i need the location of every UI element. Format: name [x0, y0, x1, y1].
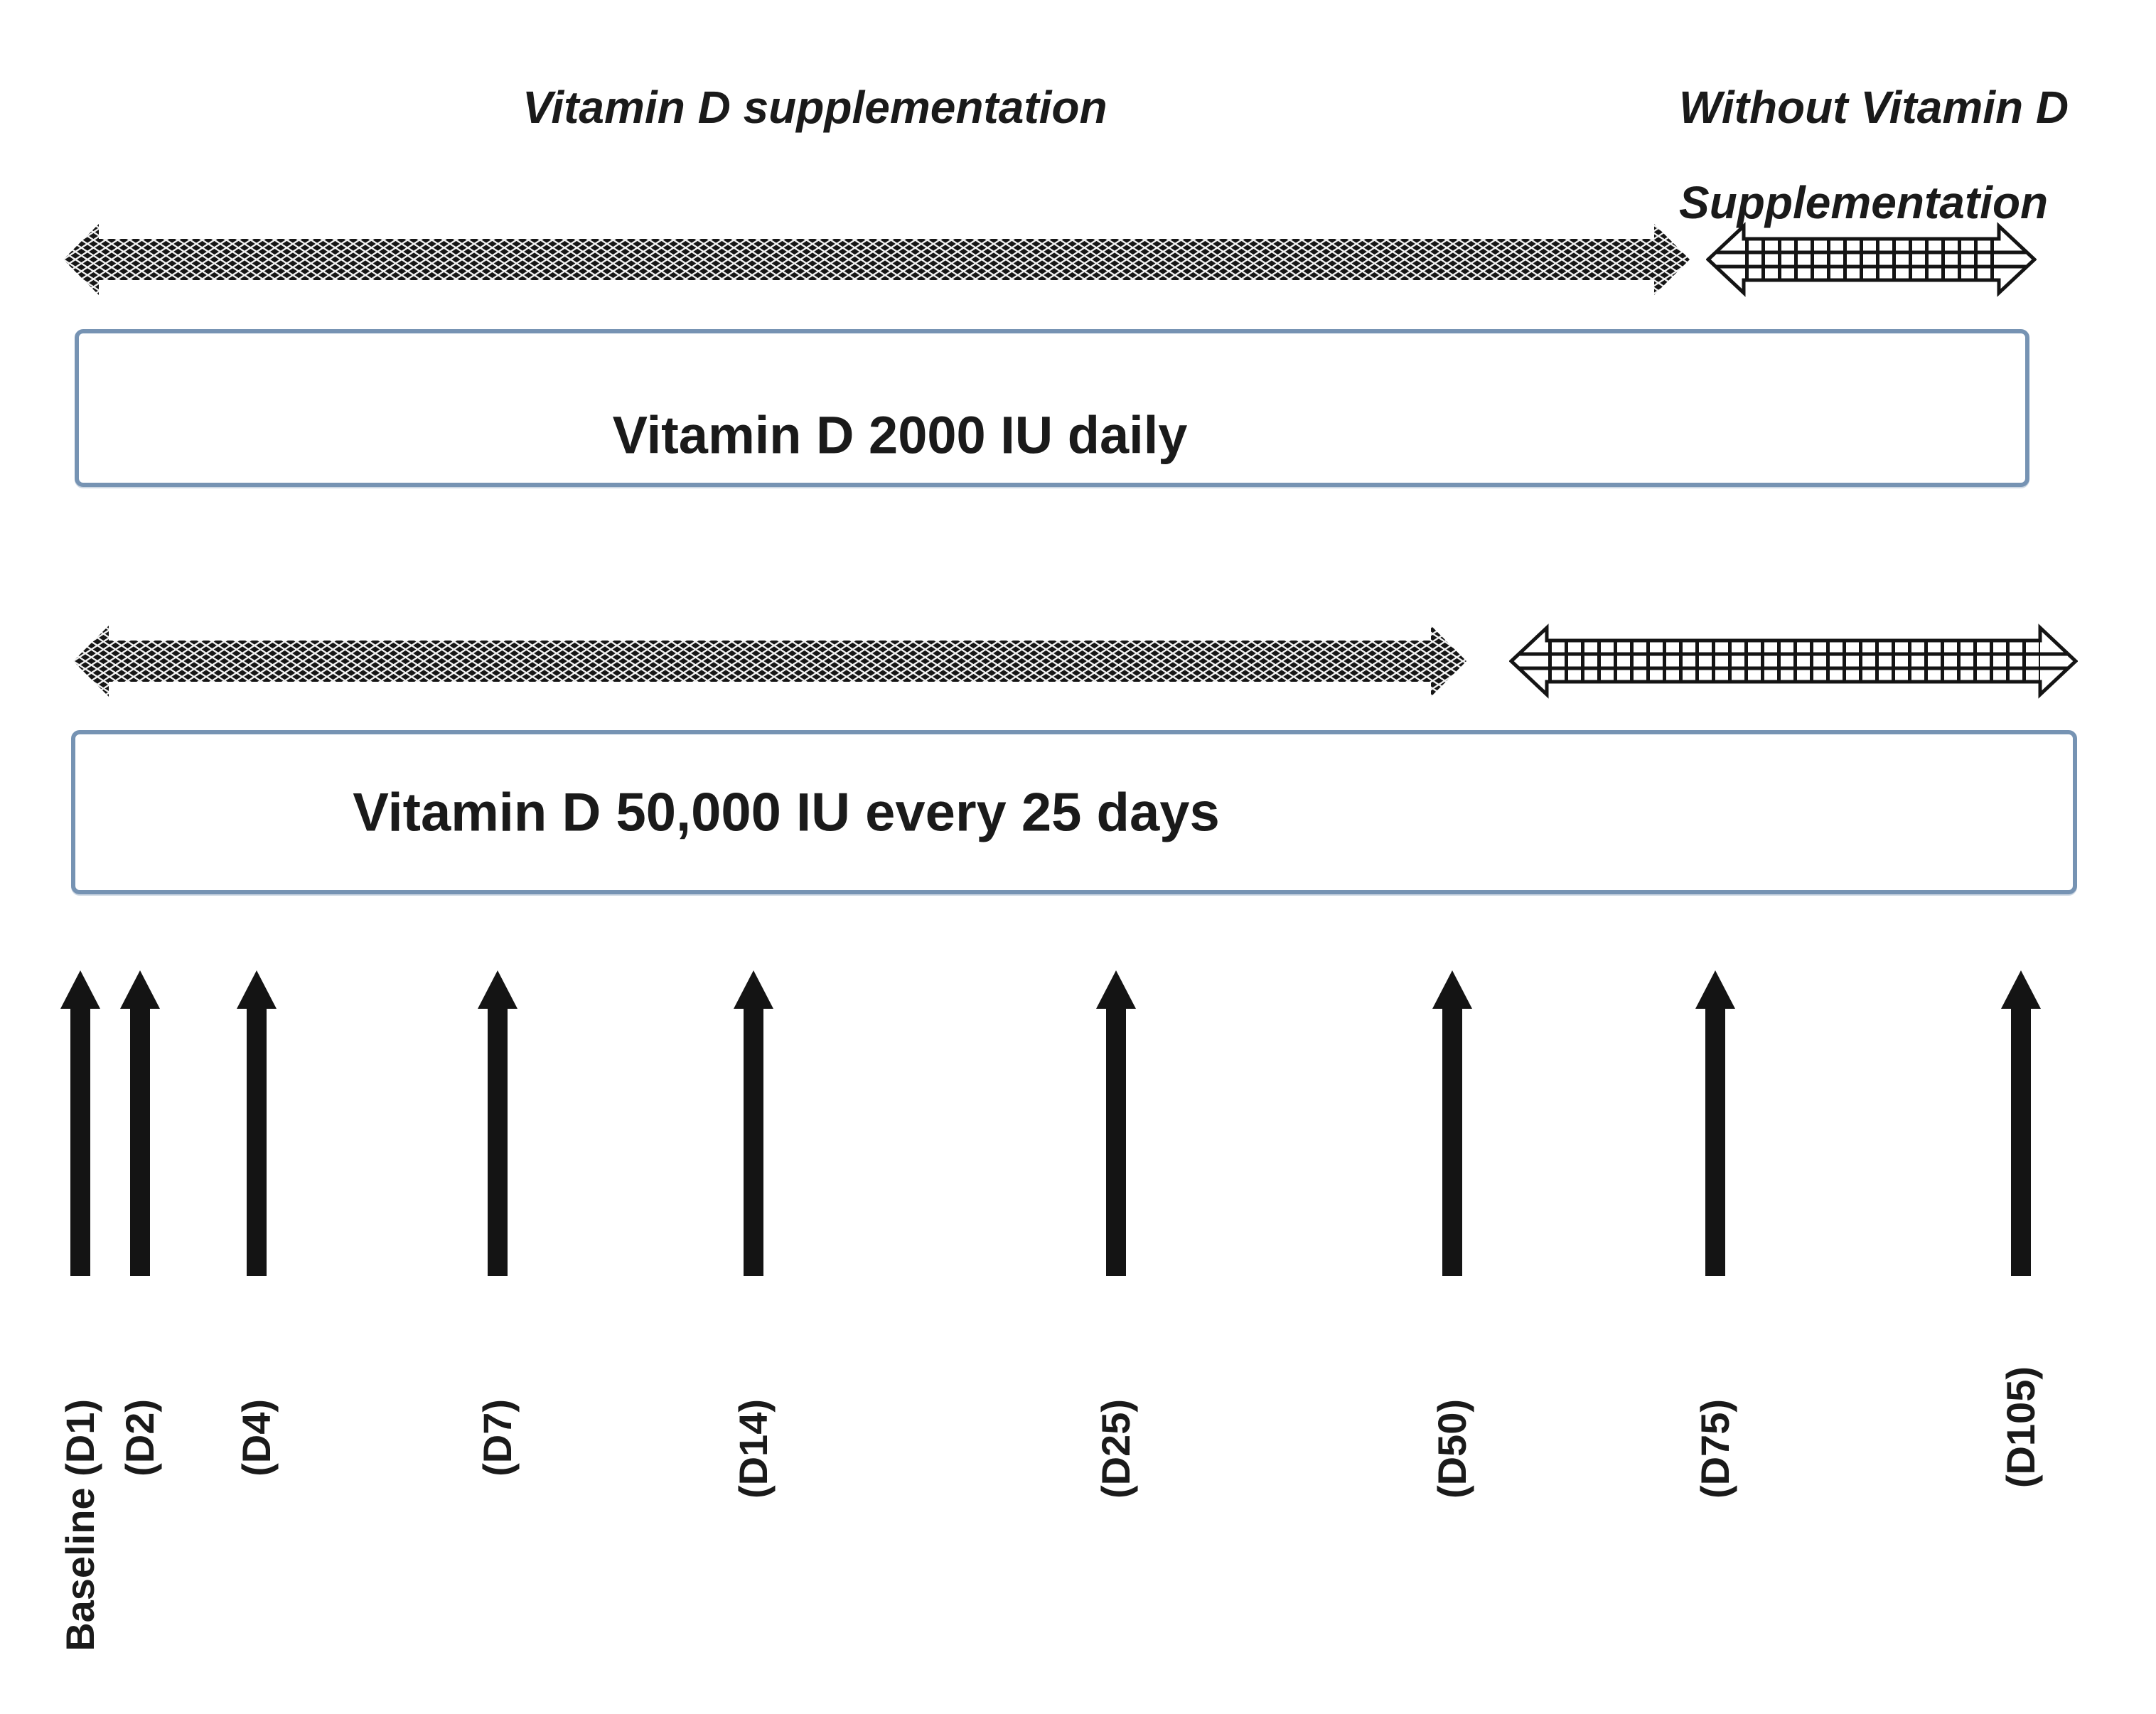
regimen-box-2000iu-label: Vitamin D 2000 IU daily: [612, 405, 1188, 465]
timepoint-arrow-d7: [478, 970, 517, 1276]
timepoint-label-d1: Baseline (D1): [58, 1399, 102, 1651]
timepoint-label-d14: (D14): [731, 1399, 776, 1499]
regimen-box-2000iu: Vitamin D 2000 IU daily: [75, 329, 2029, 487]
supplementation-period-double-arrow-row1: [63, 224, 1690, 295]
timepoint-label-d25: (D25): [1093, 1399, 1138, 1499]
without-supplementation-double-arrow-row1: [1706, 222, 2037, 297]
timepoint-label-d50: (D50): [1430, 1399, 1474, 1499]
timepoint-arrow-d75: [1695, 970, 1735, 1276]
timepoint-arrow-d14: [734, 970, 773, 1276]
timepoint-label-d4: (D4): [234, 1399, 279, 1477]
timepoint-arrow-d1: [60, 970, 100, 1276]
timepoint-arrow-d25: [1096, 970, 1136, 1276]
phase-label-without-supplementation: Without Vitamin D Supplementation: [1679, 60, 2069, 250]
timepoint-arrow-d105: [2001, 970, 2041, 1276]
without-supplementation-double-arrow-row2: [1509, 623, 2078, 699]
phase-label-without-line2: Supplementation: [1679, 177, 2049, 228]
phase-label-without-line1: Without Vitamin D: [1679, 82, 2069, 133]
supplementation-period-double-arrow-row2: [73, 626, 1466, 697]
timepoint-label-d7: (D7): [475, 1399, 520, 1477]
timepoint-arrow-d50: [1432, 970, 1472, 1276]
timepoint-label-d2: (D2): [117, 1399, 162, 1477]
timepoint-arrow-d2: [120, 970, 160, 1276]
regimen-box-50000iu-label: Vitamin D 50,000 IU every 25 days: [353, 782, 1220, 843]
timepoint-label-d75: (D75): [1693, 1399, 1737, 1499]
phase-label-supplementation: Vitamin D supplementation: [522, 82, 1108, 133]
timepoint-label-d105: (D105): [1998, 1366, 2043, 1489]
timepoint-arrow-d4: [237, 970, 277, 1276]
regimen-box-50000iu: Vitamin D 50,000 IU every 25 days: [71, 730, 2077, 894]
